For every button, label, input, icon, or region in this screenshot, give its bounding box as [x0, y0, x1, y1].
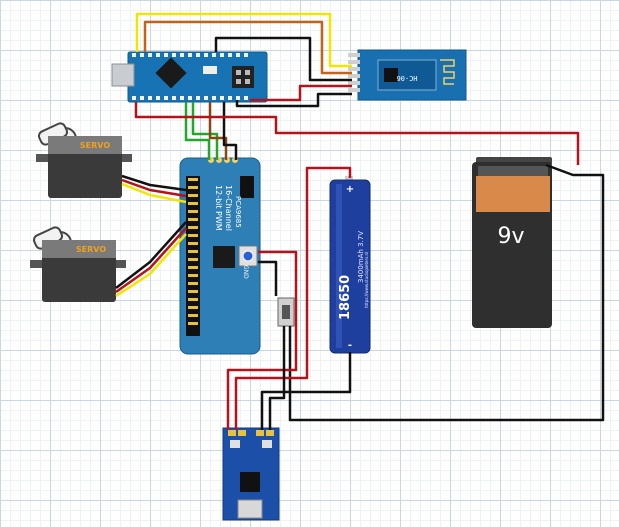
cell-plus-label: + — [346, 184, 354, 195]
pca9685-model: PCA9685 — [234, 196, 242, 228]
hc06-bluetooth-module: HC-06 — [348, 49, 467, 101]
cell-minus-label: - — [348, 340, 352, 351]
servo-1: SERVO — [36, 122, 132, 198]
wires — [115, 12, 605, 430]
push-button — [277, 297, 295, 327]
cell-18650: + - 18650 3400mAh 3.7V https://www.studi… — [329, 176, 371, 354]
servo-2: SERVO — [30, 226, 126, 302]
cell-capacity-label: 3400mAh 3.7V — [357, 231, 365, 283]
arduino-nano — [111, 51, 268, 103]
pca9685-chip — [213, 246, 235, 268]
pca9685-subtitle: 12-bit PWM — [214, 185, 223, 231]
icsp-header — [232, 66, 254, 88]
tp4056-charger — [222, 427, 280, 521]
pca9685-pwm-board: 16-Channel 12-bit PWM PCA9685 GND — [179, 157, 261, 355]
usb-port — [111, 63, 135, 87]
pca9685-title: 16-Channel — [224, 185, 233, 231]
cell-site-label: https://www.studiopieters.nl — [364, 252, 369, 308]
servo-1-label: SERVO — [80, 141, 110, 150]
cell-model-label: 18650 — [338, 275, 353, 320]
mcu-chip — [155, 57, 187, 89]
battery-9v-label: 9v — [497, 224, 524, 249]
hc06-model-label: HC-06 — [396, 74, 417, 82]
pca9685-gnd-label: GND — [242, 265, 249, 279]
servo-2-label: SERVO — [76, 245, 106, 254]
battery-9v: 9v — [472, 157, 552, 328]
